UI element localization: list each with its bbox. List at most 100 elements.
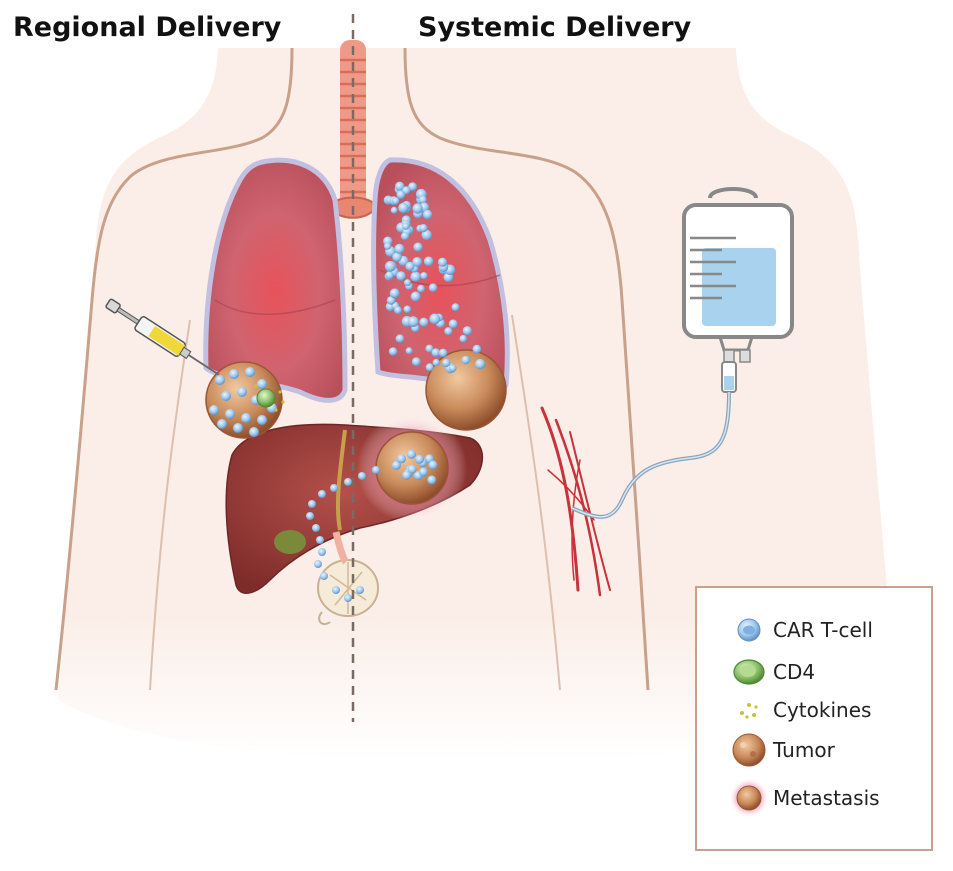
car-t-cell bbox=[431, 348, 441, 357]
car-t-cell bbox=[461, 355, 471, 365]
legend-label-cd4: CD4 bbox=[773, 660, 816, 684]
car-t-cell bbox=[412, 257, 423, 267]
car-t-cell bbox=[385, 271, 394, 280]
car-t-cell bbox=[411, 357, 421, 367]
legend-label-car-t-cell: CAR T-cell bbox=[773, 618, 873, 642]
car-t-cell bbox=[428, 460, 438, 470]
car-t-cell bbox=[444, 327, 453, 336]
car-t-cell bbox=[330, 484, 338, 492]
car-t-cell bbox=[410, 291, 421, 302]
car-t-cell bbox=[429, 313, 441, 325]
car-t-cell bbox=[344, 478, 352, 486]
car-t-cell bbox=[312, 524, 320, 532]
legend-item-tumor: Tumor bbox=[727, 732, 835, 768]
car-t-cell bbox=[318, 490, 326, 498]
lymph-node bbox=[317, 531, 379, 626]
car-t-cell bbox=[415, 454, 424, 464]
torso-outline-right bbox=[403, 47, 650, 691]
car-t-cell bbox=[389, 288, 400, 299]
car-t-cell bbox=[400, 232, 410, 241]
arm-line-left bbox=[149, 319, 191, 691]
car-t-cell bbox=[344, 594, 352, 602]
car-t-cell bbox=[437, 257, 448, 267]
car-t-cell bbox=[412, 203, 423, 214]
car-t-cell bbox=[316, 536, 324, 544]
cd4-cell-icon bbox=[727, 654, 771, 690]
car-t-cells-liver-path bbox=[306, 466, 380, 602]
car-t-cells-systemic bbox=[383, 181, 486, 485]
car-t-cell bbox=[474, 358, 486, 370]
legend-label-tumor: Tumor bbox=[773, 738, 835, 762]
left-lung bbox=[203, 157, 348, 403]
car-t-cell bbox=[420, 272, 428, 280]
car-t-cell bbox=[462, 326, 472, 336]
legend-item-car-t-cell: CAR T-cell bbox=[727, 612, 873, 648]
legend-item-cytokines: Cytokines bbox=[727, 692, 871, 728]
car-t-cell bbox=[402, 222, 410, 230]
car-t-cell bbox=[417, 284, 425, 293]
car-t-cell bbox=[372, 466, 380, 474]
car-t-cell bbox=[472, 344, 482, 354]
car-t-cell bbox=[419, 224, 428, 233]
car-t-cell bbox=[418, 467, 428, 477]
car-t-cell bbox=[384, 242, 392, 250]
car-t-cell bbox=[403, 305, 412, 314]
car-t-cell bbox=[308, 500, 316, 508]
car-t-cell bbox=[410, 271, 421, 282]
car-t-cell bbox=[438, 348, 448, 358]
arm-line-right bbox=[511, 314, 561, 691]
car-t-cell bbox=[408, 182, 417, 192]
regional-delivery-heading: Regional Delivery bbox=[13, 12, 282, 43]
legend-label-metastasis: Metastasis bbox=[773, 786, 880, 810]
torso-outline-left bbox=[54, 47, 294, 691]
syringe bbox=[105, 298, 220, 376]
cytokines-icon bbox=[727, 692, 771, 728]
car-t-cell bbox=[405, 261, 415, 271]
car-t-cell bbox=[398, 202, 409, 214]
car-t-cell bbox=[448, 319, 458, 329]
car-t-cell bbox=[396, 454, 406, 464]
legend-item-metastasis: Metastasis bbox=[727, 778, 880, 818]
legend: CAR T-cell CD4 Cytokines Tumor Metastasi… bbox=[695, 586, 933, 851]
car-t-cell bbox=[419, 317, 429, 327]
car-t-cell bbox=[404, 279, 411, 287]
car-t-cell bbox=[388, 347, 398, 356]
car-t-cell bbox=[428, 283, 438, 293]
legend-item-cd4: CD4 bbox=[727, 654, 815, 690]
tumor-icon bbox=[727, 732, 771, 768]
car-t-cell bbox=[394, 306, 402, 315]
car-t-cell bbox=[396, 271, 406, 281]
car-t-cell bbox=[306, 512, 314, 520]
car-t-cell bbox=[314, 560, 322, 568]
car-t-cell bbox=[423, 256, 434, 267]
car-t-cell bbox=[406, 449, 416, 459]
car-t-cell bbox=[459, 334, 468, 343]
cd4-cell-regional bbox=[254, 384, 285, 412]
car-t-cell bbox=[418, 195, 427, 204]
car-t-cell bbox=[407, 316, 419, 328]
car-t-cell bbox=[402, 470, 412, 480]
car-t-cell bbox=[394, 243, 405, 254]
car-t-cell bbox=[451, 303, 460, 312]
car-t-cell bbox=[421, 229, 432, 241]
car-t-cell bbox=[390, 206, 398, 214]
car-t-cell bbox=[395, 334, 405, 343]
car-t-cell bbox=[425, 344, 434, 353]
car-t-cell bbox=[402, 186, 411, 195]
car-t-cell bbox=[405, 347, 413, 355]
car-t-cell bbox=[358, 472, 366, 480]
car-t-cell bbox=[391, 460, 401, 470]
car-t-cell bbox=[422, 209, 433, 220]
car-t-cell bbox=[318, 548, 326, 556]
car-t-cell bbox=[391, 197, 400, 205]
iv-bag bbox=[682, 187, 794, 393]
car-t-cell-icon bbox=[727, 612, 771, 648]
legend-label-cytokines: Cytokines bbox=[773, 698, 872, 722]
car-t-cell bbox=[425, 363, 434, 372]
iv-tube-highlight bbox=[571, 391, 730, 518]
car-t-cell bbox=[427, 475, 437, 485]
car-t-cell bbox=[332, 586, 340, 594]
car-t-cell bbox=[448, 364, 457, 373]
